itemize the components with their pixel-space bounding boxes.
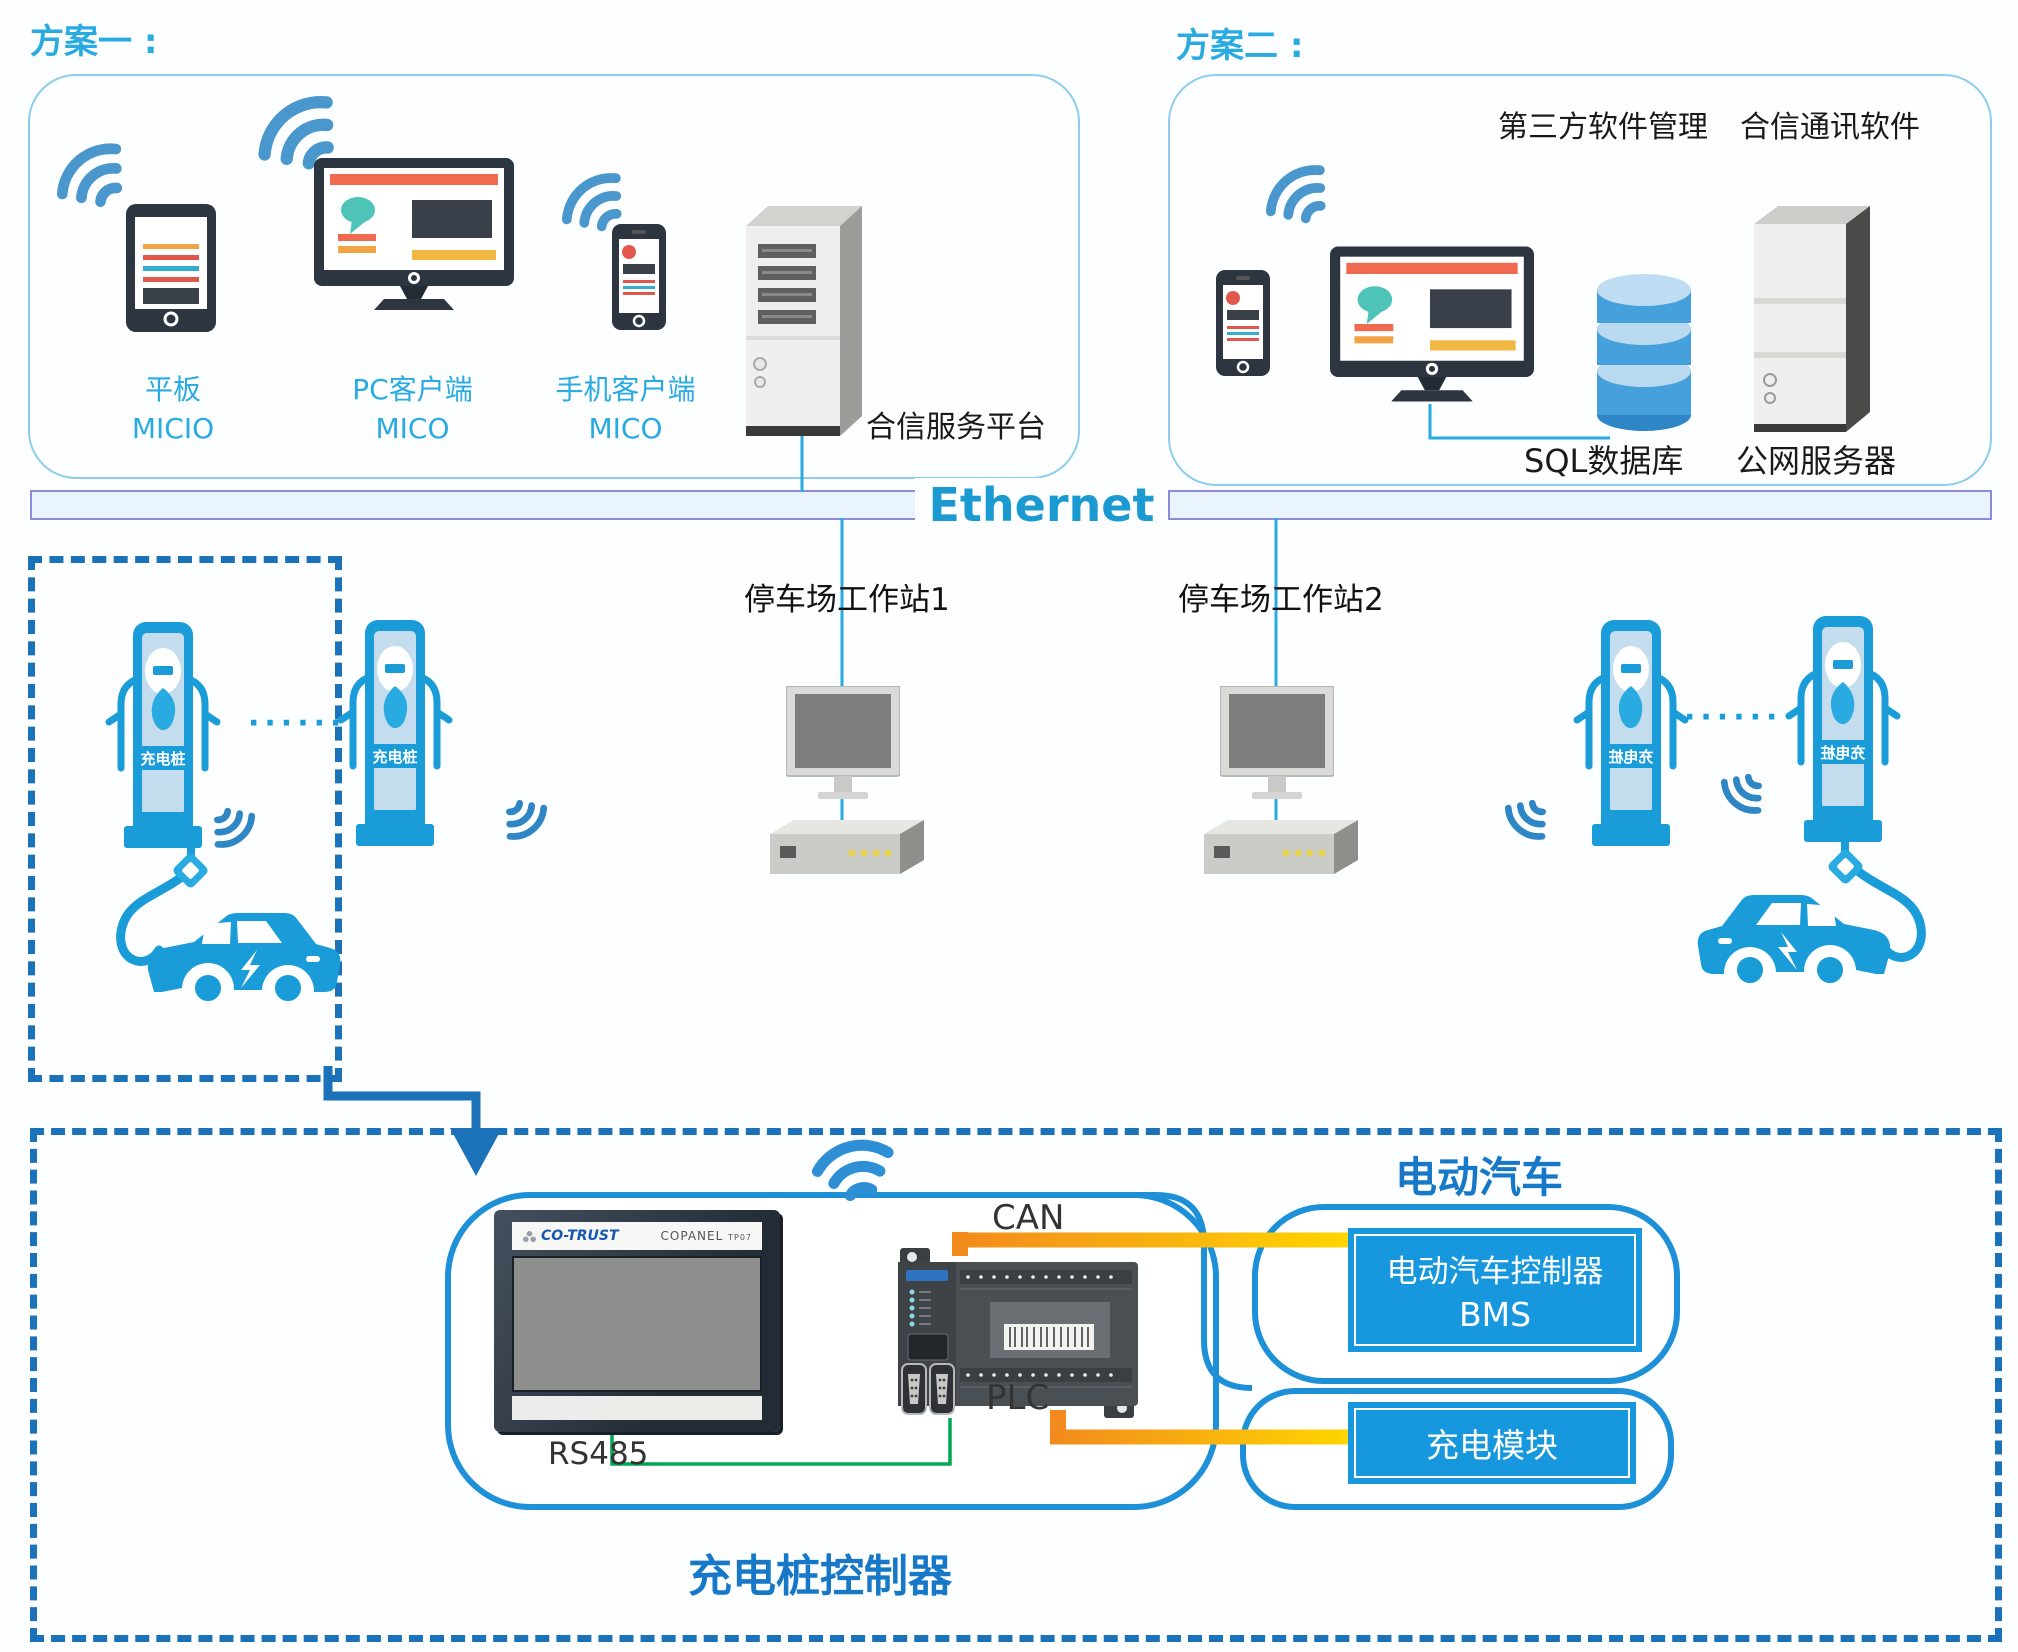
cotrust-logo-icon [523,1230,536,1242]
plan1-box [28,74,1080,479]
workstation1-label: 停车场工作站1 [744,582,950,618]
hexin-comm-label: 合信通讯软件 [1740,110,1920,145]
charge-module-box: 充电模块 [1348,1402,1636,1484]
bms-box: 电动汽车控制器 BMS [1348,1228,1642,1352]
workstation2-switch-icon [1204,820,1358,874]
phone-icon [612,224,666,330]
hmi-touch-panel: CO-TRUST COPANEL TP07 [494,1210,780,1432]
phone-icon [1216,270,1270,376]
plan2-title: 方案二 : [1176,26,1304,66]
controller-dashed-box [30,1128,2002,1642]
down-arrow-icon [450,1128,502,1176]
hmi-model: COPANEL TP07 [661,1229,752,1243]
ethernet-bus-right [1168,490,1992,520]
charging-pile-icon [336,614,454,852]
hmi-model-code: TP07 [728,1233,752,1242]
charging-pile-3: 充电桩 [1572,614,1690,852]
hmi-bottom-strip [512,1396,762,1420]
db9-connector [929,1363,955,1415]
plc-label: PLC [986,1378,1050,1418]
pile-label: 充电桩 [140,750,186,768]
hmi-screen [512,1256,762,1392]
pile-label: 充电桩 [1608,748,1654,766]
pc-management-icon [1330,244,1534,404]
charging-pile-2: 充电桩 [336,614,454,852]
sql-database-icon [1597,274,1691,431]
pile-group-dashed-box [28,556,342,1082]
bms-line2: BMS [1458,1295,1532,1334]
charging-pile-1: 充电桩 [104,616,222,854]
pile-label: 充电桩 [1820,744,1866,762]
charging-pile-icon [1572,614,1690,852]
public-server-icon [1753,205,1870,432]
electric-car-icon [136,900,348,1004]
controller-title: 充电桩控制器 [688,1551,952,1602]
rs485-label: RS485 [548,1436,649,1472]
sql-db-label: SQL数据库 [1524,442,1684,480]
hmi-model-name: COPANEL [660,1229,724,1243]
hmi-header: CO-TRUST COPANEL TP07 [512,1222,762,1250]
plan1-title: 方案一 : [30,22,158,62]
ev-title: 电动汽车 [1395,1153,1564,1202]
pilebox-to-controller-line [323,1066,481,1132]
charging-pile-icon [1784,610,1902,848]
workstation1-monitor-icon [786,686,900,800]
charging-cable-right [1847,861,1926,962]
plc-device [898,1248,1138,1418]
charge-module-label: 充电模块 [1426,1426,1558,1465]
hmi-brand: CO-TRUST [522,1228,619,1244]
db9-connector [901,1363,927,1415]
workstation2-label: 停车场工作站2 [1178,582,1384,618]
workstation1-switch-icon [770,820,924,874]
hexin-server-icon [745,205,862,436]
rs485-line [610,1418,952,1466]
pc-client-icon [314,158,514,310]
hexin-platform-label: 合信服务平台 [866,410,1046,445]
ellipsis-dots: ······ [1684,700,1783,735]
bms-line1: 电动汽车控制器 [1386,1254,1604,1290]
charging-plug-icon [171,846,210,890]
charging-cable-left [116,865,195,966]
pile-label: 充电桩 [372,748,418,766]
plan2-box [1168,74,1992,486]
ethernet-bus-left [30,490,919,520]
ellipsis-dots: ······ [248,706,347,741]
tablet-icon [126,204,216,332]
monitor2-to-sqldb-line [1428,404,1610,440]
can-label: CAN [992,1198,1065,1238]
workstation2-monitor-icon [1220,686,1334,800]
public-server-label: 公网服务器 [1736,442,1897,480]
hmi-brand-text: CO-TRUST [541,1228,619,1244]
charging-pile-icon [104,616,222,854]
electric-car-icon [1690,882,1902,986]
charging-pile-4: 充电桩 [1784,610,1902,848]
ethernet-label: Ethernet [915,478,1168,532]
third-party-label: 第三方软件管理 [1498,110,1708,145]
